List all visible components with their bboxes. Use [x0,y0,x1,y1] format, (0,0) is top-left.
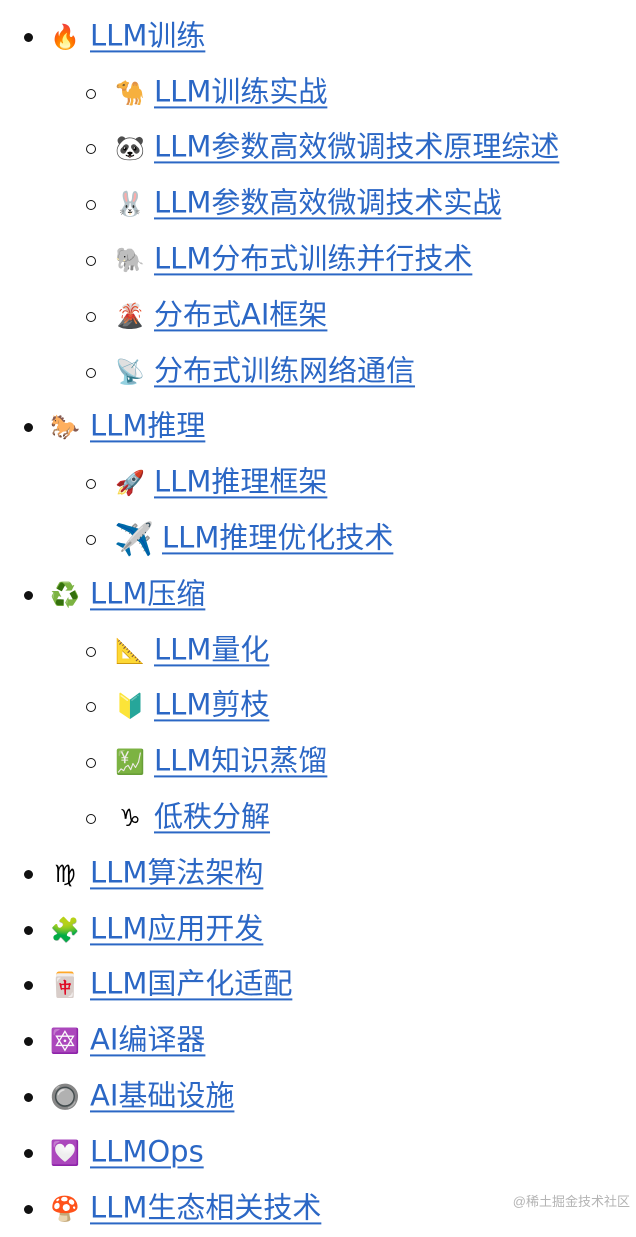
list-item: ✈️ LLM推理优化技术 [0,511,636,567]
list-item: ♍ LLM算法架构 [0,846,636,902]
bullet-circle [86,702,96,713]
bullet-circle [86,144,96,155]
bullet-dot [24,869,33,879]
link-distributed-parallel[interactable]: LLM分布式训练并行技术 [154,241,473,276]
link-distributed-network[interactable]: 分布式训练网络通信 [154,353,416,388]
list-item: 📡 分布式训练网络通信 [0,344,636,400]
list-item: 🐎 LLM推理 [0,400,636,456]
link-llm-app-dev[interactable]: LLM应用开发 [90,911,264,946]
list-item: 💟 LLMOps [0,1125,636,1181]
mushroom-icon: 🍄 [50,1194,80,1223]
bullet-dot [24,1093,33,1103]
elephant-icon: 🐘 [115,246,145,275]
list-item: 🌋 分布式AI框架 [0,288,636,344]
list-item: 🐰 LLM参数高效微调技术实战 [0,176,636,232]
bullet-dot [24,590,33,600]
rocket-icon: 🚀 [115,469,145,498]
list-item: 🐼 LLM参数高效微调技术原理综述 [0,121,636,177]
camel-icon: 🐪 [115,78,145,107]
list-item: 📐 LLM量化 [0,623,636,679]
link-llmops[interactable]: LLMOps [90,1134,204,1169]
list-item: 🔥 LLM训练 [0,9,636,65]
link-low-rank[interactable]: 低秩分解 [154,799,271,834]
bullet-circle [86,256,96,267]
mahjong-icon: 🀄 [50,971,80,1000]
satellite-antenna-icon: 📡 [115,357,145,386]
list-item: 🚀 LLM推理框架 [0,455,636,511]
link-llm-training[interactable]: LLM训练 [90,18,206,53]
link-inference-framework[interactable]: LLM推理框架 [154,464,328,499]
list-item: 🔘 AI基础设施 [0,1069,636,1125]
list-item: 💹 LLM知识蒸馏 [0,734,636,790]
bullet-dot [24,1204,33,1214]
link-llm-architecture[interactable]: LLM算法架构 [90,855,264,890]
radio-button-icon: 🔘 [50,1083,80,1112]
list-item: ♻️ LLM压缩 [0,567,636,623]
bullet-dot [24,1148,33,1158]
link-llm-localization[interactable]: LLM国产化适配 [90,966,293,1001]
link-ai-compiler[interactable]: AI编译器 [90,1022,206,1057]
fire-icon: 🔥 [50,22,80,51]
bullet-dot [24,423,33,433]
horse-icon: 🐎 [50,413,80,442]
link-llm-compression[interactable]: LLM压缩 [90,576,206,611]
recycle-icon: ♻️ [50,580,80,609]
chart-yen-icon: 💹 [115,748,145,777]
virgo-icon: ♍ [54,859,76,888]
link-quantization[interactable]: LLM量化 [154,632,270,667]
link-llm-training-practice[interactable]: LLM训练实战 [154,74,328,109]
bullet-dot [24,981,33,991]
bullet-dot [24,1037,33,1047]
panda-icon: 🐼 [115,134,145,163]
list-item: ♑ 低秩分解 [0,790,636,846]
airplane-icon: ✈️ [114,520,154,559]
beginner-icon: 🔰 [115,692,145,721]
list-item: 🐪 LLM训练实战 [0,65,636,121]
list-item: 🧩 LLM应用开发 [0,902,636,958]
link-pruning[interactable]: LLM剪枝 [154,687,270,722]
link-inference-optimization[interactable]: LLM推理优化技术 [162,520,394,555]
bullet-circle [86,367,96,378]
capricorn-icon: ♑ [119,804,141,833]
link-ai-infrastructure[interactable]: AI基础设施 [90,1078,235,1113]
link-peft-principles[interactable]: LLM参数高效微调技术原理综述 [154,129,560,164]
list-item: 🔯 AI编译器 [0,1013,636,1069]
table-of-contents: 🔥 LLM训练 🐪 LLM训练实战 🐼 LLM参数高效微调技术原理综述 🐰 LL… [0,9,636,1237]
bullet-circle [86,758,96,769]
bullet-circle [86,88,96,99]
link-llm-ecosystem[interactable]: LLM生态相关技术 [90,1190,322,1225]
bullet-dot [24,925,33,935]
list-item: 🐘 LLM分布式训练并行技术 [0,232,636,288]
heart-decoration-icon: 💟 [50,1138,80,1167]
bullet-circle [86,646,96,657]
link-distillation[interactable]: LLM知识蒸馏 [154,743,328,778]
star-of-david-icon: 🔯 [50,1027,80,1056]
bullet-circle [86,479,96,490]
link-peft-practice[interactable]: LLM参数高效微调技术实战 [154,185,502,220]
list-item: 🀄 LLM国产化适配 [0,958,636,1014]
bullet-circle [86,311,96,322]
volcano-icon: 🌋 [115,301,145,330]
rabbit-icon: 🐰 [115,190,145,219]
watermark: @稀土掘金技术社区 [512,1194,630,1209]
link-distributed-ai-framework[interactable]: 分布式AI框架 [154,297,328,332]
bullet-circle [86,200,96,211]
triangle-ruler-icon: 📐 [115,636,145,665]
bullet-circle [86,814,96,825]
list-item: 🔰 LLM剪枝 [0,679,636,735]
puzzle-icon: 🧩 [50,915,80,944]
bullet-dot [24,32,33,42]
bullet-circle [86,535,96,546]
link-llm-inference[interactable]: LLM推理 [90,408,206,443]
